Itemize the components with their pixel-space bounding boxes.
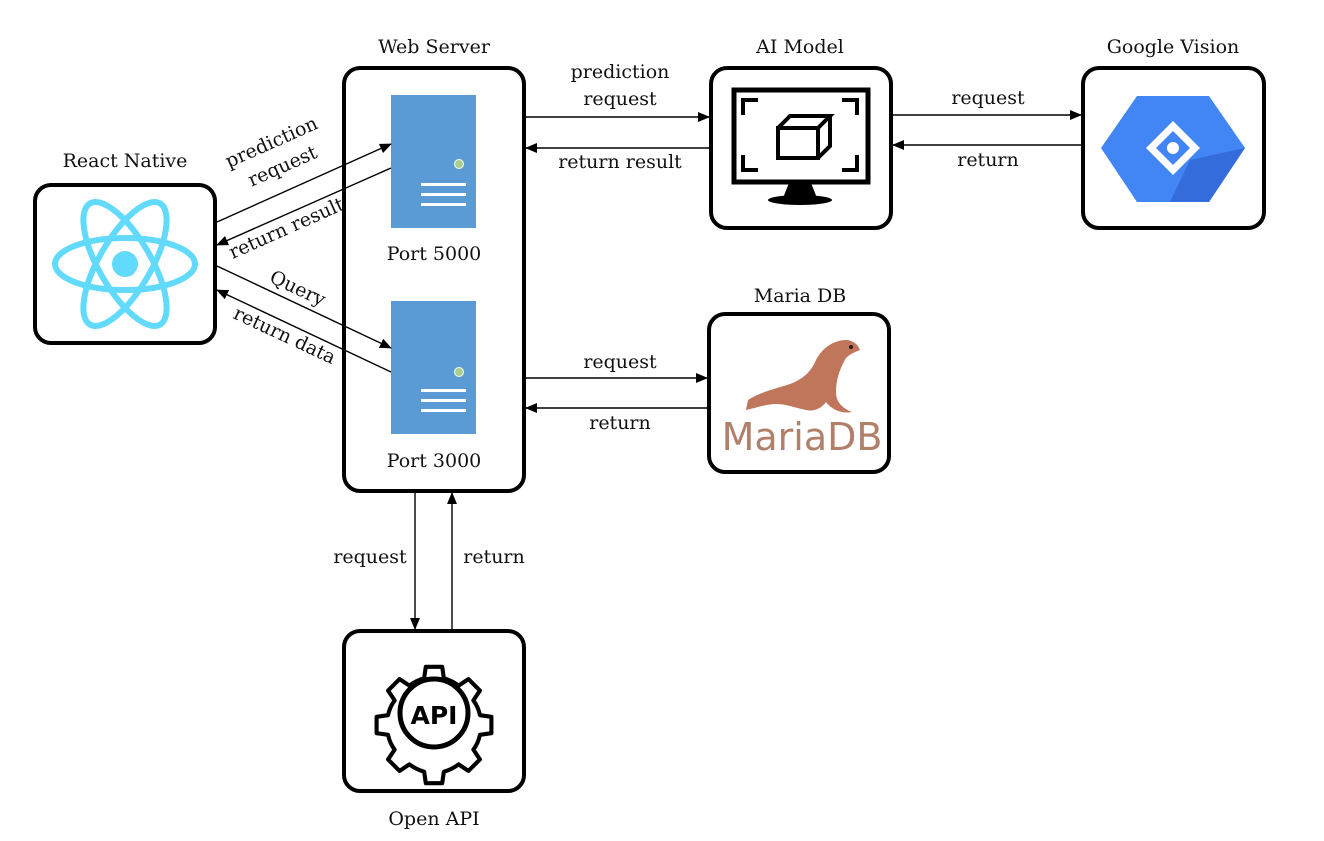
ai-model-node: AI Model [709, 36, 893, 230]
open-api-title: Open API [388, 808, 479, 830]
edge-label-request: request [951, 87, 1025, 109]
edge-rn-to-port3000 [216, 265, 392, 349]
open-api-node: API Open API [342, 629, 526, 830]
port-5000-label: Port 5000 [387, 243, 482, 265]
api-gear-icon [374, 664, 494, 786]
edge-label-request: request [583, 88, 657, 110]
edge-label-return-result: return result [226, 193, 348, 264]
react-logo-icon [52, 199, 198, 329]
api-logo-text: API [411, 701, 458, 730]
mariadb-seal-icon [746, 340, 860, 413]
react-native-title: React Native [63, 150, 188, 172]
edge-label-return: return [463, 546, 525, 568]
edge-label-prediction: prediction [571, 61, 670, 83]
google-vision-title: Google Vision [1107, 36, 1240, 58]
server-icon [391, 95, 476, 228]
maria-db-node: Maria DB MariaDB [707, 285, 891, 474]
react-native-node: React Native [33, 150, 217, 345]
web-server-title: Web Server [378, 36, 491, 58]
server-icon [391, 301, 476, 434]
edge-port3000-to-rn [216, 289, 392, 373]
google-vision-icon [1101, 96, 1245, 202]
edge-label-request: request [333, 546, 407, 568]
google-vision-node: Google Vision [1081, 36, 1266, 230]
edge-rn-to-port5000 [216, 143, 392, 223]
port-3000-label: Port 3000 [387, 450, 482, 472]
web-server-node: Web Server Port 5000 Port 3000 [342, 36, 526, 493]
edge-label-return-data: return data [230, 302, 339, 368]
mariadb-logo-text: MariaDB [722, 415, 883, 459]
edge-label-request: request [583, 351, 657, 373]
edge-label-return-result: return result [558, 151, 682, 173]
monitor-cube-icon [731, 87, 871, 205]
edge-label-return: return [957, 149, 1019, 171]
edge-label-return: return [589, 412, 651, 434]
edge-port5000-to-rn [216, 167, 392, 246]
ai-model-title: AI Model [755, 36, 844, 58]
maria-db-title: Maria DB [754, 285, 847, 307]
